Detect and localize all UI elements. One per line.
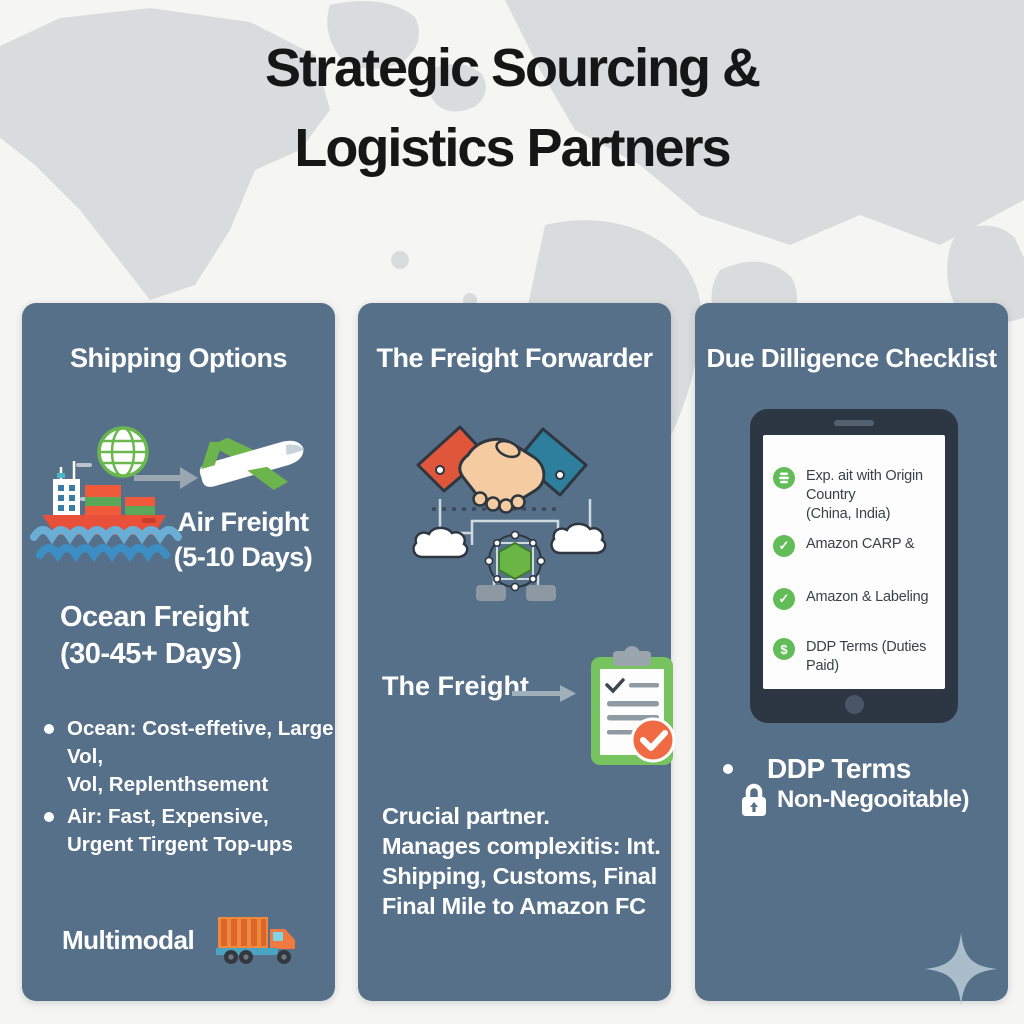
ocean-bullet-text: Ocean: Cost-effetive, Large Vol, Vol, Re… <box>67 715 335 799</box>
page-title: Strategic Sourcing & Logistics Partners <box>0 28 1024 188</box>
page-title-line1: Strategic Sourcing & <box>264 38 761 98</box>
check-icon: ✓ <box>773 588 795 610</box>
air-bullet-text: Air: Fast, Expensive, Urgent Tirgent Top… <box>67 803 293 859</box>
clipboard-icon <box>591 646 676 765</box>
cargo-ship-icon <box>42 461 166 535</box>
ocean-freight-days: (30-45+ Days) <box>60 638 242 670</box>
forwarder-desc-line2: Manages complexitis: Int. <box>382 833 661 859</box>
tablet-screen: Exp. ait with Origin Country (China, Ind… <box>763 435 945 689</box>
air-freight-days: (5-10 Days) <box>173 542 313 572</box>
truck-icon <box>216 917 296 964</box>
checklist-item: ✓ Amazon CARP & <box>773 535 915 557</box>
dollar-icon: $ <box>773 638 795 660</box>
tablet-mockup: Exp. ait with Origin Country (China, Ind… <box>750 409 958 723</box>
checklist-item: ✓ Amazon & Labeling <box>773 588 929 610</box>
check-icon: ✓ <box>773 535 795 557</box>
non-negotiable-label: Non-Negooitable) <box>777 786 969 813</box>
checklist-item-line2: (China, India) <box>806 506 891 522</box>
lock-icon <box>742 783 766 816</box>
tablet-home-button <box>845 695 864 714</box>
checklist-item: Exp. ait with Origin Country (China, Ind… <box>773 467 945 524</box>
handshake-icon <box>416 425 588 514</box>
coins-icon <box>773 467 795 489</box>
arrow-right-icon <box>512 685 576 702</box>
ddp-terms-label: DDP Terms <box>767 753 911 784</box>
bullet-dot-icon <box>44 724 54 734</box>
freight-row: The Freight <box>382 643 676 773</box>
forwarder-description: Crucial partner. Manages complexitis: In… <box>382 801 661 921</box>
ddp-terms-row: DDP Terms <box>723 753 911 785</box>
ocean-bullet-line2: Vol, Replenthsement <box>67 773 269 796</box>
checklist-card-header: Due Dilligence Checklist <box>706 343 997 373</box>
tablet-camera-icon <box>834 420 874 426</box>
checklist-item-line1: Exp. ait with Origin Country <box>806 468 923 503</box>
waves-icon <box>30 526 182 563</box>
air-freight-label: Air Freight (5-10 Days) <box>150 505 336 575</box>
network-node-boxes <box>476 585 556 601</box>
air-bullet-line1: Air: Fast, Expensive, <box>67 805 269 828</box>
shipping-card-header: Shipping Options <box>70 343 287 373</box>
air-freight-title: Air Freight <box>177 507 309 537</box>
non-negotiable-row: Non-Negooitable) <box>741 783 969 817</box>
network-globe-icon <box>484 530 546 592</box>
freight-forwarder-card: The Freight Forwarder <box>358 303 676 1001</box>
page-title-line2: Logistics Partners <box>294 118 731 178</box>
ocean-bullet-line1: Ocean: Cost-effetive, Large Vol, <box>67 717 334 768</box>
airplane-icon <box>199 437 304 490</box>
forwarder-desc-line4: Final Mile to Amazon FC <box>382 893 646 919</box>
multimodal-row: Multimodal <box>62 915 298 965</box>
checklist-item-text: Exp. ait with Origin Country (China, Ind… <box>806 467 945 524</box>
arrow-right-icon <box>134 467 198 489</box>
checklist-item-text: Amazon & Labeling <box>806 589 929 605</box>
forwarder-desc-line3: Shipping, Customs, Final <box>382 863 657 889</box>
shipping-options-card: Shipping Options <box>22 303 335 1001</box>
globe-icon <box>97 426 149 478</box>
due-diligence-card: Due Dilligence Checklist <box>695 303 1008 1005</box>
cloud-icon <box>412 522 607 559</box>
ocean-freight-title: Ocean Freight <box>60 601 249 633</box>
forwarder-card-header: The Freight Forwarder <box>376 343 653 373</box>
handshake-network-illustration <box>412 425 607 601</box>
bullet-dot-icon <box>723 764 733 774</box>
bullet-dot-icon <box>44 812 54 822</box>
sparkle-icon <box>925 933 997 1005</box>
checklist-item-text: DDP Terms (Duties Paid) <box>806 639 927 674</box>
ship-to-plane-illustration <box>30 426 304 563</box>
air-bullet: Air: Fast, Expensive, Urgent Tirgent Top… <box>44 803 293 859</box>
ocean-freight-label: Ocean Freight (30-45+ Days) <box>60 599 249 673</box>
freight-label: The Freight <box>382 671 529 701</box>
forwarder-desc-line1: Crucial partner. <box>382 803 550 829</box>
air-bullet-line2: Urgent Tirgent Top-ups <box>67 833 293 856</box>
checklist-item-text: Amazon CARP & <box>806 536 915 552</box>
multimodal-label: Multimodal <box>62 924 195 955</box>
checklist-item: $ DDP Terms (Duties Paid) <box>773 638 945 676</box>
ocean-bullet: Ocean: Cost-effetive, Large Vol, Vol, Re… <box>44 715 335 799</box>
